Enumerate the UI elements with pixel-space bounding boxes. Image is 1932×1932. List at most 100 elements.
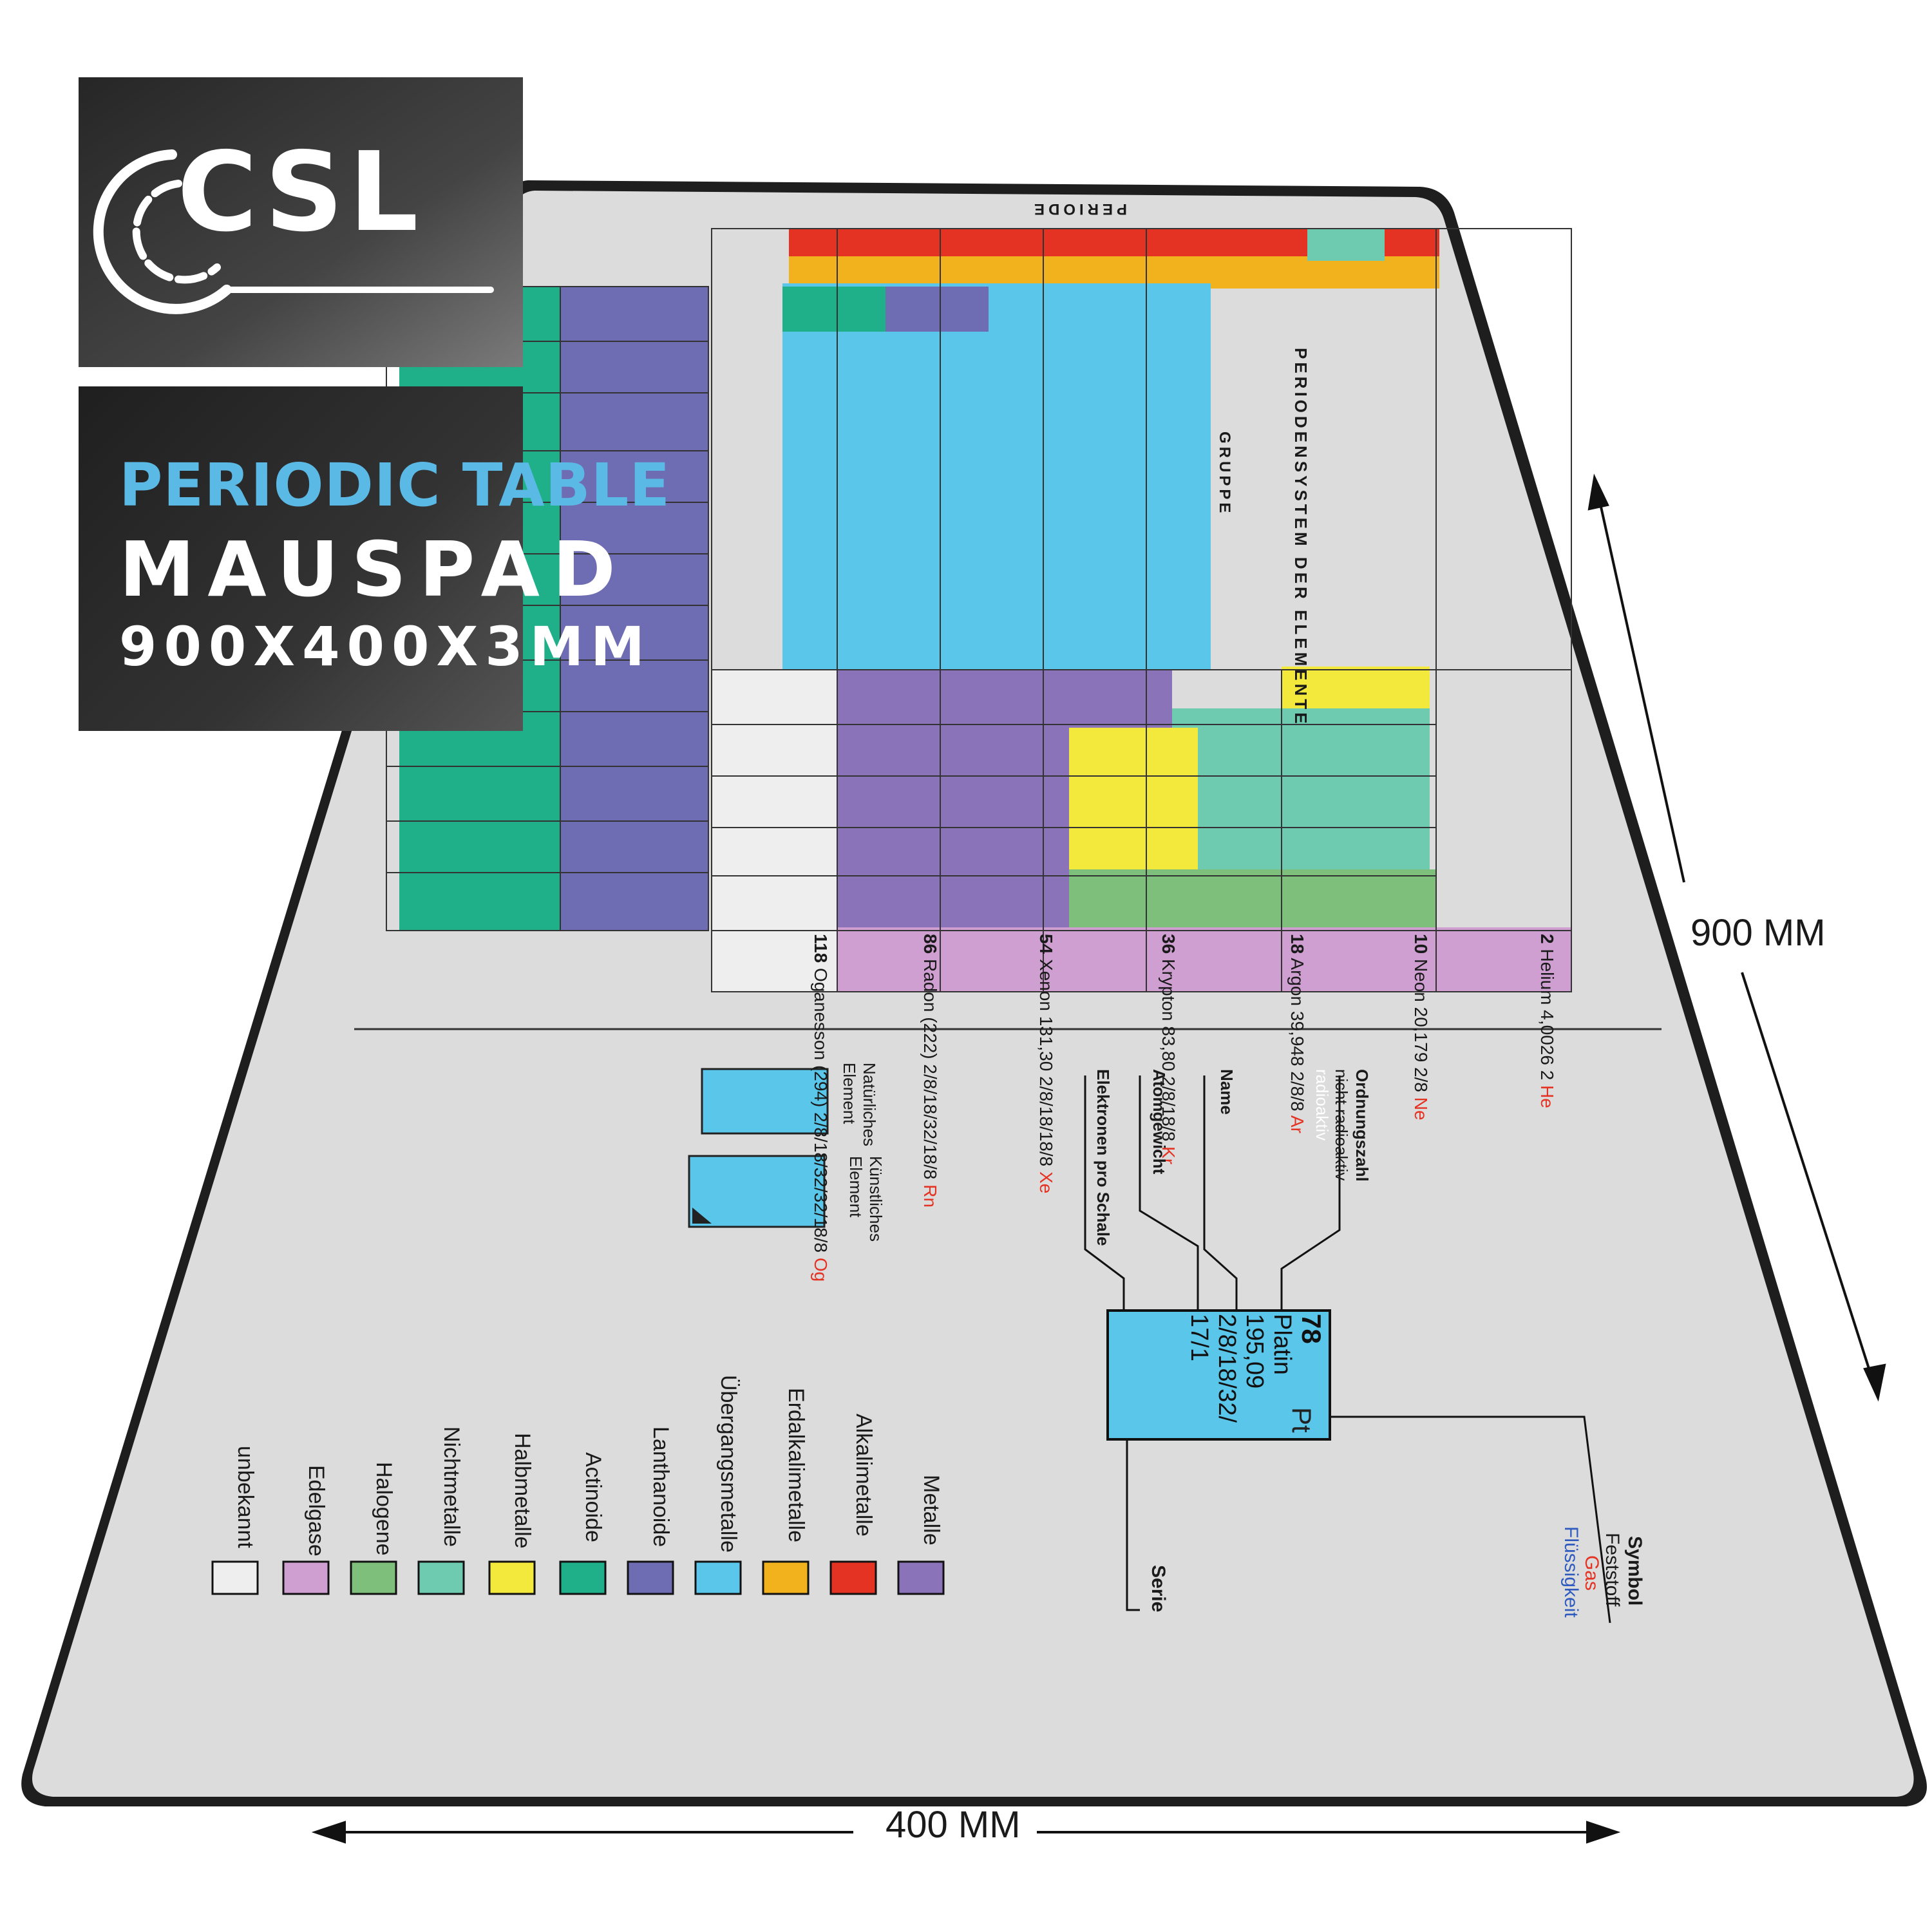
halogens-column	[1069, 869, 1436, 934]
example-number: 78	[1296, 1314, 1327, 1344]
unknown-elements-block	[712, 670, 837, 992]
noble-gas-number: 10	[1411, 934, 1431, 954]
series-label-actinoide: Actinoide	[581, 1452, 605, 1542]
noble-gas-xe: 54 Xenon 131,30 2/8/18/18/8 Xe	[1036, 934, 1056, 1193]
swatch-edelgase	[282, 1560, 330, 1595]
swatch-nichtmetalle	[417, 1560, 465, 1595]
width-dimension-label: 400 MM	[886, 1804, 1021, 1846]
key-nicht-radioaktiv: nicht radioaktiv	[1332, 1069, 1351, 1181]
swatch-actinoide	[559, 1560, 607, 1595]
key-feststoff: Feststoff	[1602, 1533, 1623, 1607]
noble-gas-shells: 2/8	[1411, 1067, 1431, 1093]
noble-gas-symbol: Ar	[1287, 1115, 1307, 1133]
series-label-edelgase: Edelgase	[304, 1465, 328, 1557]
noble-gas-mass: 131,30	[1036, 1016, 1056, 1072]
series-label-uebergangsmetalle: Übergangsmetalle	[716, 1375, 741, 1553]
noble-gas-number: 86	[920, 934, 940, 954]
noble-gas-number: 54	[1036, 934, 1056, 954]
dimension-arrows	[311, 473, 1886, 1844]
swatch-unbekannt	[211, 1560, 259, 1595]
series-label-erdalkalimetalle: Erdalkalimetalle	[784, 1388, 808, 1542]
swatch-lanthanoide	[627, 1560, 674, 1595]
metalloids-block	[1069, 728, 1198, 895]
series-label-lanthanoide: Lanthanoide	[649, 1426, 673, 1548]
product-title-periodic-table: PERIODIC TABLE	[119, 451, 671, 520]
noble-gas-symbol: Xe	[1036, 1171, 1056, 1194]
noble-gas-name: Krypton	[1159, 958, 1179, 1021]
example-shells-2: 17/1	[1186, 1314, 1213, 1361]
key-gas: Gas	[1581, 1555, 1602, 1591]
csl-logo-icon	[93, 149, 494, 314]
noble-gas-rn: 86 Radon (222) 2/8/18/32/18/8 Rn	[920, 934, 940, 1208]
swatch-erdalkalimetalle	[762, 1560, 810, 1595]
example-name: Platin	[1269, 1314, 1296, 1376]
swatch-halbmetalle	[488, 1560, 536, 1595]
noble-gas-mass: (294)	[811, 1065, 831, 1108]
noble-gas-name: Oganesson	[811, 967, 831, 1061]
csl-logo-text: CSL	[177, 129, 424, 256]
series-label-halogene: Halogene	[372, 1462, 396, 1556]
series-label-nichtmetalle: Nichtmetalle	[439, 1426, 464, 1548]
key-serie: Serie	[1148, 1565, 1169, 1613]
key-ordnungszahl: Ordnungszahl	[1352, 1069, 1372, 1182]
noble-gas-symbol: Og	[811, 1257, 831, 1282]
key-fluessigkeit: Flüssigkeit	[1560, 1526, 1582, 1618]
key-leader-lines	[1084, 1075, 1611, 1624]
series-label-metalle: Metalle	[919, 1475, 943, 1546]
noble-gas-number: 118	[811, 934, 831, 963]
noble-gas-number: 2	[1537, 934, 1557, 944]
height-dimension-label: 900 MM	[1690, 912, 1826, 954]
series-label-halbmetalle: Halbmetalle	[510, 1433, 535, 1549]
table-title: PERIODENSYSTEM DER ELEMENTE	[1291, 348, 1311, 727]
transition-metals-block-2	[1056, 283, 1211, 670]
height-arrow-upper	[1596, 489, 1685, 883]
noble-gas-ne: 10 Neon 20,179 2/8 Ne	[1410, 934, 1431, 1121]
noble-gas-symbol: Ne	[1411, 1097, 1431, 1121]
noble-gas-shells: 2	[1537, 1070, 1557, 1081]
lanthanoids-column	[560, 287, 708, 931]
swatch-metalle	[897, 1560, 945, 1595]
example-mass: 195,09	[1241, 1314, 1268, 1389]
key-elektronen: Elektronen pro Schale	[1094, 1069, 1113, 1246]
noble-gas-mass: (222)	[920, 1017, 940, 1059]
noble-gas-mass: 4,0026	[1537, 1010, 1557, 1065]
noble-gas-name: Neon	[1411, 958, 1431, 1002]
noble-gas-mass: 83,80	[1159, 1026, 1179, 1072]
periodic-table-main-grid	[711, 228, 1572, 992]
example-cell	[1106, 1309, 1331, 1441]
noble-gases-column	[837, 927, 1571, 992]
grid-lines	[711, 228, 1572, 992]
noble-gas-he: 2 Helium 4,0026 2 He	[1537, 934, 1557, 1108]
artificial-marker-triangle	[692, 1208, 712, 1224]
series-label-unbekannt: unbekannt	[233, 1446, 258, 1548]
product-size-label: 900X400X3MM	[119, 615, 652, 678]
noble-gas-mass: 20,179	[1411, 1007, 1431, 1063]
noble-gas-shells: 2/8/18/18/8	[1036, 1076, 1056, 1167]
noble-gas-mass: 39,948	[1287, 1010, 1307, 1066]
natural-element-swatch	[701, 1068, 829, 1135]
product-title-mauspad: MAUSPAD	[119, 525, 629, 614]
noble-gas-symbol: Rn	[920, 1184, 940, 1208]
key-atomgewicht: Atomgewicht	[1150, 1069, 1169, 1175]
noble-gas-shells: 2/8/8	[1287, 1071, 1307, 1112]
actinoid-marker	[782, 287, 886, 332]
noble-gas-number: 36	[1159, 934, 1179, 954]
natural-element-label: Natürliches Element	[840, 1063, 879, 1147]
noble-gas-og: 118 Oganesson (294) 2/8/18/32/32/18/8 Og	[810, 934, 831, 1282]
noble-gas-name: Radon	[920, 958, 940, 1012]
periode-label: PERIODE	[1030, 200, 1128, 218]
noble-gas-shells: 2/8/18/32/32/18/8	[811, 1112, 831, 1253]
noble-gas-name: Xenon	[1036, 958, 1056, 1011]
noble-gas-name: Helium	[1537, 949, 1557, 1005]
artificial-element-swatch	[688, 1155, 826, 1228]
noble-gas-number: 18	[1287, 934, 1307, 954]
series-label-alkalimetalle: Alkalimetalle	[851, 1414, 876, 1537]
swatch-uebergangsmetalle	[694, 1560, 742, 1595]
key-symbol: Symbol	[1624, 1536, 1645, 1606]
brand-logo-graphic	[79, 77, 523, 367]
alkaline-earth-row	[789, 256, 1439, 289]
height-arrow-lower	[1741, 972, 1875, 1385]
lanthanoid-marker	[886, 287, 989, 332]
hydrogen-cell	[1307, 229, 1385, 261]
artificial-element-label: Künstliches Element	[846, 1156, 886, 1242]
